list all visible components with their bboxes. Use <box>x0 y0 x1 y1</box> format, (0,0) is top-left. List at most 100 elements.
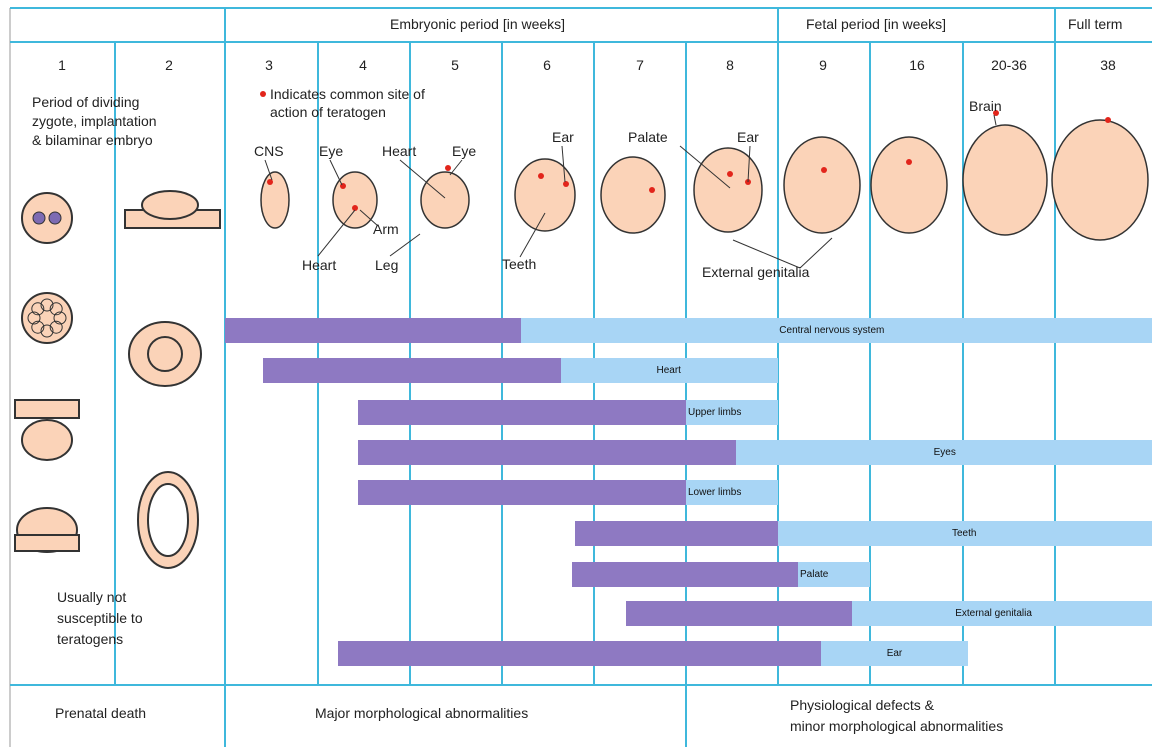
sensitive-period-segment <box>626 601 852 626</box>
teratogen-site-dot <box>821 167 827 173</box>
week-label: 4 <box>333 56 393 74</box>
organ-label: Heart <box>382 142 416 160</box>
organ-label: Ear <box>552 128 574 146</box>
week-label: 5 <box>425 56 485 74</box>
bar-label: Ear <box>887 641 903 666</box>
teratogen-site-dot <box>649 187 655 193</box>
bar-label: Eyes <box>934 440 956 465</box>
implantation-endometrium <box>15 535 79 551</box>
teratogen-site-dot <box>563 181 569 187</box>
sensitivity-bar: Teeth <box>575 521 1152 546</box>
label-leader-line <box>450 160 462 175</box>
teratogen-site-dot <box>906 159 912 165</box>
sensitive-period-segment <box>575 521 778 546</box>
chorionic-cavity <box>148 484 188 556</box>
not-susceptible-line1: Usually not <box>57 588 126 606</box>
morula-illustration <box>22 293 72 343</box>
zygote-illustration <box>22 193 72 243</box>
teratogen-site-dot <box>260 91 266 97</box>
label-leader-line <box>318 210 355 256</box>
week-label: 20-36 <box>979 56 1039 74</box>
label-leader-line <box>330 160 342 185</box>
sensitivity-bar: Ear <box>338 641 968 666</box>
embryo-illustration <box>261 172 289 228</box>
teratogen-legend-line2: action of teratogen <box>270 103 386 121</box>
organ-label: Palate <box>628 128 668 146</box>
bar-label: Upper limbs <box>688 400 741 425</box>
teratogen-site-dot <box>1105 117 1111 123</box>
bar-label: External genitalia <box>955 601 1032 626</box>
organ-label: Eye <box>319 142 343 160</box>
sensitivity-bar: Central nervous system <box>225 318 1152 343</box>
implantation-endometrium <box>15 400 79 418</box>
sensitive-period-segment <box>263 358 561 383</box>
organ-label: Heart <box>302 256 336 274</box>
embryo-illustration <box>421 172 469 228</box>
bilaminar-disc-illustration <box>129 322 201 386</box>
teratogen-site-dot <box>727 171 733 177</box>
organ-label: Leg <box>375 256 398 274</box>
week-label: 3 <box>239 56 299 74</box>
period-dividing-note-line2: zygote, implantation <box>32 112 157 130</box>
week-label: 16 <box>887 56 947 74</box>
teratogen-legend-line1: Indicates common site of <box>270 85 425 103</box>
zygote-nucleus <box>33 212 45 224</box>
sensitivity-bar: Lower limbs <box>358 480 778 505</box>
bar-label: Lower limbs <box>688 480 741 505</box>
embryo-illustration <box>694 148 762 232</box>
sensitive-period-segment <box>358 400 686 425</box>
organ-label: Teeth <box>502 255 536 273</box>
label-leader-line <box>994 115 996 125</box>
week-label: 7 <box>610 56 670 74</box>
sensitivity-bar: Eyes <box>358 440 1152 465</box>
embryo-illustration <box>1052 120 1148 240</box>
footer-physiological-line2: minor morphological abnormalities <box>790 717 1003 735</box>
sensitivity-bar: External genitalia <box>626 601 1152 626</box>
week-label: 1 <box>32 56 92 74</box>
period-dividing-note-line1: Period of dividing <box>32 93 139 111</box>
sensitive-period-segment <box>358 480 686 505</box>
embryonic-period-header: Embryonic period [in weeks] <box>390 15 565 33</box>
embryo-illustration <box>871 137 947 233</box>
bilaminar-embryo-illustration <box>142 191 198 219</box>
footer-prenatal-death: Prenatal death <box>55 704 146 722</box>
teratogen-site-dot <box>445 165 451 171</box>
organ-label: Eye <box>452 142 476 160</box>
footer-physiological-line1: Physiological defects & <box>790 696 934 714</box>
period-dividing-note-line3: & bilaminar embryo <box>32 131 153 149</box>
full-term-header: Full term <box>1068 15 1122 33</box>
footer-major-abnormalities: Major morphological abnormalities <box>315 704 528 722</box>
not-susceptible-line2: susceptible to <box>57 609 143 627</box>
bar-label: Teeth <box>952 521 976 546</box>
zygote-nucleus <box>49 212 61 224</box>
sensitivity-bar: Heart <box>263 358 778 383</box>
fetal-period-header: Fetal period [in weeks] <box>806 15 946 33</box>
sensitivity-bar: Palate <box>572 562 870 587</box>
week-label: 2 <box>139 56 199 74</box>
not-susceptible-line3: teratogens <box>57 630 123 648</box>
organ-label: Brain <box>969 97 1002 115</box>
embryo-illustration <box>515 159 575 231</box>
embryo-illustration <box>784 137 860 233</box>
embryo-illustration <box>963 125 1047 235</box>
bar-label: Palate <box>800 562 828 587</box>
week-label: 38 <box>1078 56 1138 74</box>
sensitive-period-segment <box>572 562 798 587</box>
week-label: 9 <box>793 56 853 74</box>
sensitive-period-segment <box>338 641 821 666</box>
organ-label: Arm <box>373 220 399 238</box>
teratogen-site-dot <box>538 173 544 179</box>
week-label: 8 <box>700 56 760 74</box>
sensitive-period-segment <box>358 440 736 465</box>
teratogen-site-dot <box>340 183 346 189</box>
bar-label: Central nervous system <box>779 318 884 343</box>
blastocyst-illustration <box>22 420 72 460</box>
bar-label: Heart <box>657 358 681 383</box>
sensitive-period-segment <box>225 318 521 343</box>
organ-label: CNS <box>254 142 284 160</box>
organ-label: External genitalia <box>702 263 809 281</box>
embryo-illustration <box>601 157 665 233</box>
sensitivity-bar: Upper limbs <box>358 400 778 425</box>
organ-label: Ear <box>737 128 759 146</box>
